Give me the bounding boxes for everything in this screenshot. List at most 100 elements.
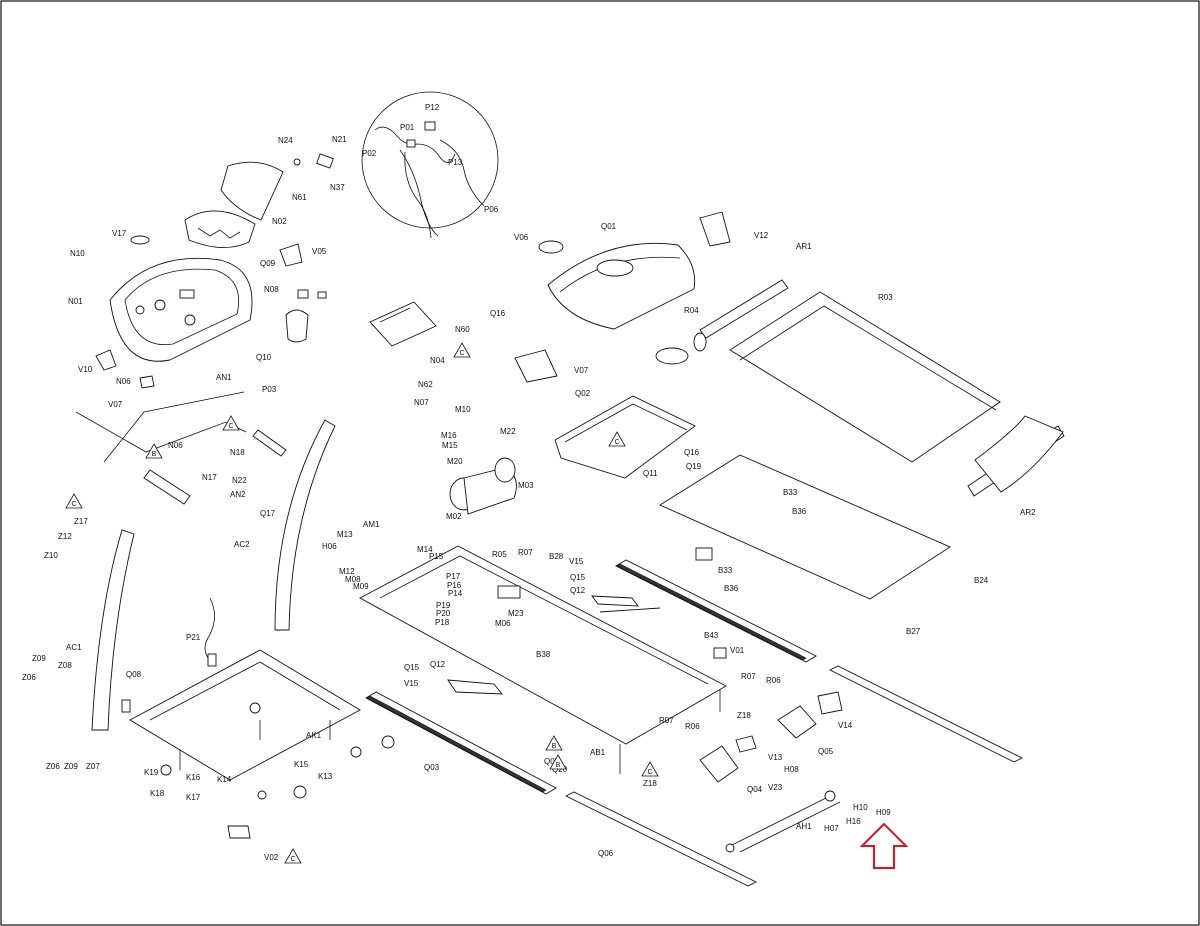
part-label-r07: R07	[741, 672, 756, 681]
part-label-b28: B28	[549, 552, 564, 561]
revision-badge-b: B	[545, 735, 563, 751]
part-label-q02: Q02	[575, 389, 591, 398]
part-label-h16: H16	[846, 817, 861, 826]
side-rail-right	[615, 559, 817, 663]
part-label-ar1: AR1	[796, 242, 812, 251]
part-label-p20: P20	[436, 609, 451, 618]
part-label-m20: M20	[447, 457, 463, 466]
part-label-m02: M02	[446, 512, 462, 521]
part-label-z12: Z12	[58, 532, 72, 541]
part-label-v15: V15	[569, 557, 584, 566]
handlebar	[75, 391, 287, 505]
part-label-p17: P17	[446, 572, 461, 581]
part-label-q15: Q15	[570, 573, 586, 582]
part-label-k19: K19	[144, 768, 159, 777]
svg-text:C: C	[290, 856, 295, 863]
part-label-n18: N18	[230, 448, 245, 457]
svg-text:C: C	[228, 423, 233, 430]
part-label-n37: N37	[330, 183, 345, 192]
part-label-v10: V10	[78, 365, 93, 374]
motor	[449, 457, 517, 515]
part-label-p01: P01	[400, 123, 415, 132]
part-label-m16: M16	[441, 431, 457, 440]
part-label-v13: V13	[768, 753, 783, 762]
revision-badge-c: C	[222, 415, 240, 431]
part-label-p13: P13	[448, 158, 463, 167]
part-label-q12: Q12	[570, 586, 586, 595]
svg-text:B: B	[152, 451, 157, 458]
side-rail-left	[365, 691, 557, 795]
part-label-m12: M12	[339, 567, 355, 576]
part-label-p02: P02	[362, 149, 377, 158]
part-label-ac1: AC1	[66, 643, 82, 652]
part-label-n04: N04	[430, 356, 445, 365]
small-plates	[95, 211, 731, 389]
part-label-n08: N08	[264, 285, 279, 294]
part-label-r03: R03	[878, 293, 893, 302]
revision-badge-c: C	[453, 342, 471, 358]
part-label-p21: P21	[186, 633, 201, 642]
part-label-p06: P06	[484, 205, 499, 214]
part-label-n22: N22	[232, 476, 247, 485]
revision-badge-b: B	[145, 443, 163, 459]
part-label-r06: R06	[685, 722, 700, 731]
part-label-b36: B36	[724, 584, 739, 593]
part-label-p19: P19	[436, 601, 451, 610]
part-label-p16: P16	[447, 581, 462, 590]
part-label-q16: Q16	[490, 309, 506, 318]
part-label-n01: N01	[68, 297, 83, 306]
part-label-v23: V23	[768, 783, 783, 792]
part-label-q08: Q08	[126, 670, 142, 679]
deck-board	[659, 454, 951, 600]
part-label-h10: H10	[853, 803, 868, 812]
part-label-q04: Q04	[747, 785, 763, 794]
part-label-n62: N62	[418, 380, 433, 389]
part-label-p14: P14	[448, 589, 463, 598]
part-label-q20: Q20	[552, 765, 568, 774]
controller-board	[369, 301, 437, 347]
part-label-q10: Q10	[256, 353, 272, 362]
svg-text:C: C	[459, 350, 464, 357]
part-label-n61: N61	[292, 193, 307, 202]
part-label-n02: N02	[272, 217, 287, 226]
part-label-ac2: AC2	[234, 540, 250, 549]
revision-badge-c: C	[65, 493, 83, 509]
part-label-q16: Q16	[684, 448, 700, 457]
left-upright	[91, 529, 135, 731]
part-label-z10: Z10	[44, 551, 58, 560]
part-label-z08: Z08	[58, 661, 72, 670]
part-label-q12: Q12	[430, 660, 446, 669]
part-label-v07: V07	[108, 400, 123, 409]
part-label-r06: R06	[766, 676, 781, 685]
wiring-detail	[361, 91, 499, 239]
part-label-z17: Z17	[74, 517, 88, 526]
part-label-z09: Z09	[64, 762, 78, 771]
part-label-ab1: AB1	[590, 748, 606, 757]
part-label-v05: V05	[312, 247, 327, 256]
part-label-b36: B36	[792, 507, 807, 516]
part-label-k14: K14	[217, 775, 232, 784]
part-label-q01: Q01	[601, 222, 617, 231]
part-label-b24: B24	[974, 576, 989, 585]
right-upright	[274, 419, 336, 631]
part-label-n21: N21	[332, 135, 347, 144]
part-label-m09: M09	[353, 582, 369, 591]
part-label-z07: Z07	[86, 762, 100, 771]
base-frame	[129, 649, 361, 781]
part-label-r07: R07	[518, 548, 533, 557]
part-label-h06: H06	[322, 542, 337, 551]
part-label-b27: B27	[906, 627, 921, 636]
part-label-ar2: AR2	[1020, 508, 1036, 517]
part-label-z18: Z18	[643, 779, 657, 788]
lower-motor-cover	[554, 395, 696, 479]
part-label-n60: N60	[455, 325, 470, 334]
part-label-q11: Q11	[643, 469, 658, 478]
part-label-v02: V02	[264, 853, 279, 862]
part-label-an1: AN1	[216, 373, 232, 382]
svg-text:C: C	[71, 501, 76, 508]
